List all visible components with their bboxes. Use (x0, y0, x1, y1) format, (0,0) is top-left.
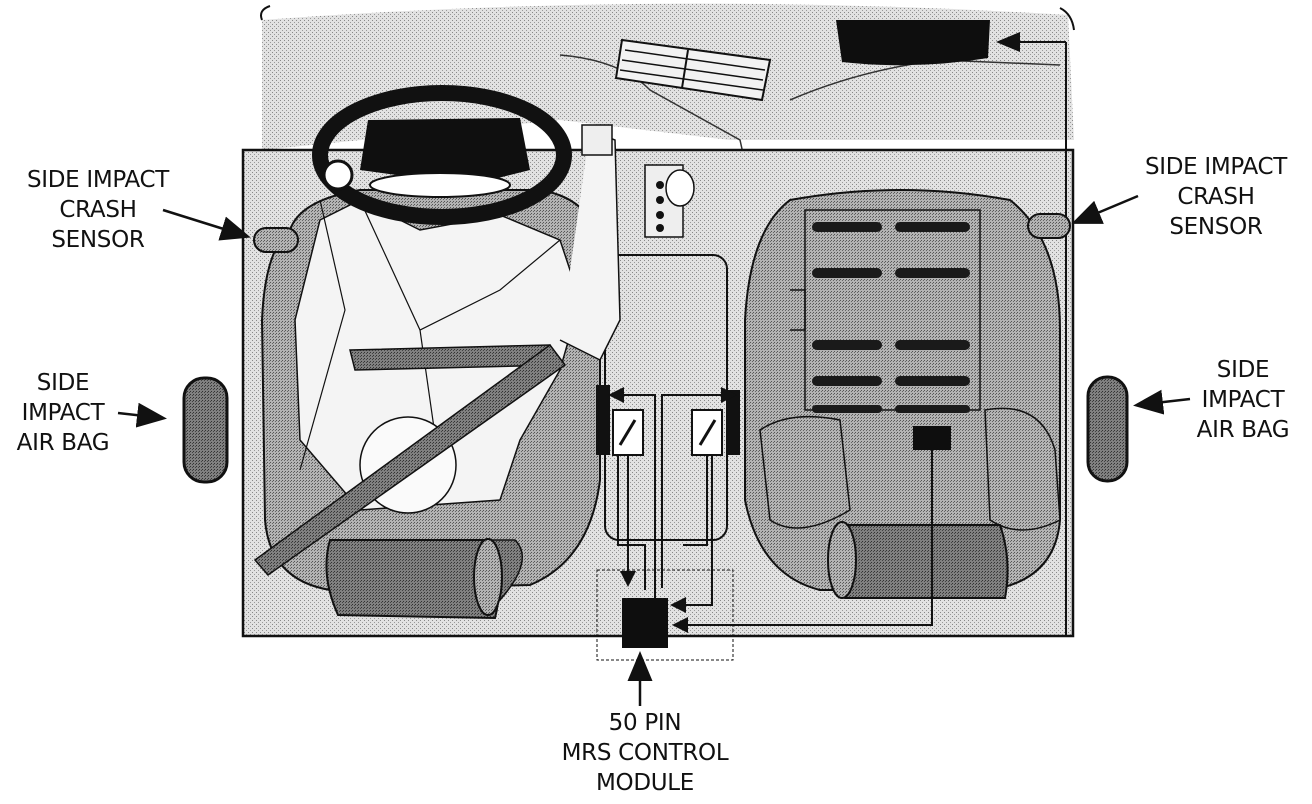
left-side-impact-airbag (184, 378, 227, 482)
label-left-side-airbag: SIDE IMPACT AIR BAG (0, 368, 126, 458)
label-mrs-control-module: 50 PIN MRS CONTROL MODULE (535, 708, 755, 798)
label-left-crash-sensor: SIDE IMPACT CRASH SENSOR (8, 165, 188, 255)
passenger-dash-airbag (836, 20, 990, 65)
right-side-impact-airbag (1088, 377, 1127, 481)
passenger-seat (745, 190, 1060, 598)
label-right-side-airbag: SIDE IMPACT AIR BAG (1180, 355, 1306, 445)
driver-seat-side-pad (596, 385, 610, 455)
passenger-buckle-switch (692, 410, 722, 455)
mrs-control-module (622, 598, 668, 648)
driver-buckle-switch (613, 410, 643, 455)
occupant-sensor-module (913, 426, 951, 450)
passenger-seat-side-pad (726, 390, 740, 455)
right-crash-sensor (1028, 214, 1070, 238)
left-crash-sensor (254, 228, 298, 252)
label-right-crash-sensor: SIDE IMPACT CRASH SENSOR (1124, 152, 1308, 242)
